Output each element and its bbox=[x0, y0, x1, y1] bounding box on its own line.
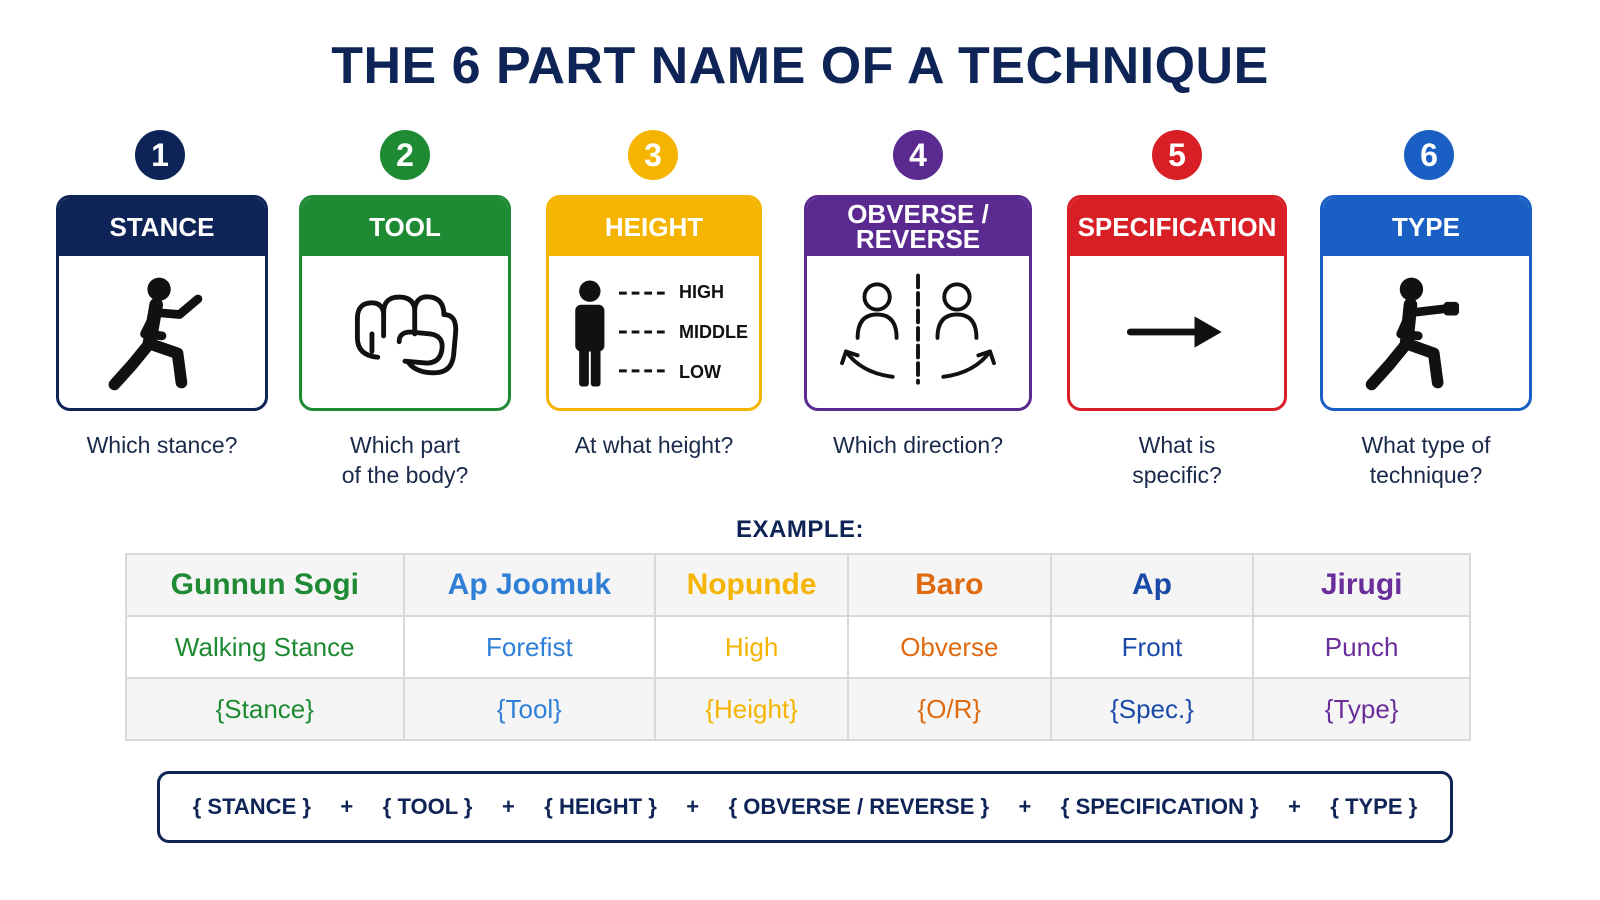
arrow-right-icon bbox=[1126, 316, 1222, 348]
example-cell-name: Ap bbox=[1049, 553, 1255, 617]
step-badge-6: 6 bbox=[1404, 130, 1454, 180]
example-cell-name: Jirugi bbox=[1252, 553, 1471, 617]
formula-plus: + bbox=[340, 794, 354, 819]
question-type-line1: What type of bbox=[1361, 432, 1491, 458]
step-badge-3: 3 bbox=[628, 130, 678, 180]
example-cell-meaning: Walking Stance bbox=[125, 615, 405, 679]
card-obverse-reverse-header-line1: OBVERSE / bbox=[847, 199, 989, 229]
card-obverse-reverse-header: OBVERSE / REVERSE bbox=[807, 198, 1029, 256]
card-height: HEIGHT HIGH MIDDLE LOW bbox=[546, 195, 762, 411]
card-obverse-reverse: OBVERSE / REVERSE bbox=[804, 195, 1032, 411]
card-specification: SPECIFICATION bbox=[1067, 195, 1287, 411]
step-badge-5: 5 bbox=[1152, 130, 1202, 180]
obverse-reverse-icon bbox=[840, 273, 996, 385]
card-type: TYPE bbox=[1320, 195, 1532, 411]
question-specification-line2: specific? bbox=[1132, 462, 1222, 488]
height-level-middle: MIDDLE bbox=[679, 322, 748, 342]
example-row-english: Walking Stance Forefist High Obverse Fro… bbox=[125, 615, 1471, 679]
question-tool-line2: of the body? bbox=[341, 462, 469, 488]
example-cell-meaning: High bbox=[654, 615, 849, 679]
example-cell-part: {O/R} bbox=[846, 677, 1052, 741]
question-tool: Which part of the body? bbox=[299, 430, 511, 490]
step-badge-4: 4 bbox=[893, 130, 943, 180]
formula-term-tool: { TOOL } bbox=[382, 794, 473, 819]
question-type-line2: technique? bbox=[1369, 462, 1483, 488]
formula-plus: + bbox=[1288, 794, 1301, 819]
example-cell-part: {Height} bbox=[654, 677, 849, 741]
height-levels-icon bbox=[575, 280, 666, 387]
example-cell-part: {Stance} bbox=[125, 677, 405, 741]
card-height-header: HEIGHT bbox=[549, 198, 759, 256]
question-specification-line1: What is bbox=[1138, 432, 1216, 458]
example-cell-name: Baro bbox=[846, 553, 1052, 617]
example-table: Gunnun Sogi Ap Joomuk Nopunde Baro Ap Ji… bbox=[125, 553, 1471, 741]
card-obverse-reverse-header-line2: REVERSE bbox=[855, 224, 981, 254]
example-cell-part: {Type} bbox=[1252, 677, 1471, 741]
question-type: What type of technique? bbox=[1320, 430, 1532, 490]
stance-figure-icon bbox=[108, 277, 203, 391]
card-tool: TOOL bbox=[299, 195, 511, 411]
example-cell-part: {Spec.} bbox=[1049, 677, 1255, 741]
card-specification-header: SPECIFICATION bbox=[1070, 198, 1284, 256]
card-stance: STANCE bbox=[56, 195, 268, 411]
height-level-high: HIGH bbox=[679, 282, 724, 302]
example-cell-name: Ap Joomuk bbox=[402, 553, 657, 617]
example-cell-meaning: Obverse bbox=[846, 615, 1052, 679]
formula-plus: + bbox=[1018, 794, 1032, 819]
formula-term-specification: { SPECIFICATION } bbox=[1060, 794, 1259, 819]
fist-icon bbox=[354, 294, 459, 376]
step-badge-2: 2 bbox=[380, 130, 430, 180]
question-tool-line1: Which part bbox=[350, 432, 460, 458]
question-height: At what height? bbox=[546, 430, 762, 460]
example-cell-name: Nopunde bbox=[654, 553, 849, 617]
punch-figure-icon bbox=[1365, 277, 1460, 391]
example-cell-meaning: Forefist bbox=[402, 615, 657, 679]
page-title: THE 6 PART NAME OF A TECHNIQUE bbox=[331, 37, 1269, 95]
formula-term-type: { TYPE } bbox=[1330, 794, 1418, 819]
question-obverse-reverse: Which direction? bbox=[804, 430, 1032, 460]
example-label: EXAMPLE: bbox=[735, 516, 864, 543]
example-row-korean: Gunnun Sogi Ap Joomuk Nopunde Baro Ap Ji… bbox=[125, 553, 1471, 617]
card-type-header: TYPE bbox=[1323, 198, 1529, 256]
question-height-line1: At what height? bbox=[574, 432, 734, 458]
formula-term-stance: { STANCE } bbox=[192, 794, 311, 819]
height-level-low: LOW bbox=[679, 362, 721, 382]
card-stance-header: STANCE bbox=[59, 198, 265, 256]
formula-term-obverse-reverse: { OBVERSE / REVERSE } bbox=[728, 794, 990, 819]
example-cell-part: {Tool} bbox=[402, 677, 657, 741]
question-stance-line1: Which stance? bbox=[86, 432, 238, 458]
example-cell-meaning: Front bbox=[1049, 615, 1255, 679]
example-cell-meaning: Punch bbox=[1252, 615, 1471, 679]
formula-term-height: { HEIGHT } bbox=[544, 794, 657, 819]
step-badge-1: 1 bbox=[135, 130, 185, 180]
formula-plus: + bbox=[686, 794, 700, 819]
formula-box: { STANCE } + { TOOL } + { HEIGHT } + { O… bbox=[157, 771, 1453, 843]
question-stance: Which stance? bbox=[56, 430, 268, 460]
example-cell-name: Gunnun Sogi bbox=[125, 553, 405, 617]
question-obverse-reverse-line1: Which direction? bbox=[832, 432, 1004, 458]
formula-plus: + bbox=[501, 794, 515, 819]
question-specification: What is specific? bbox=[1067, 430, 1287, 490]
example-row-part: {Stance} {Tool} {Height} {O/R} {Spec.} {… bbox=[125, 677, 1471, 741]
card-tool-header: TOOL bbox=[302, 198, 508, 256]
